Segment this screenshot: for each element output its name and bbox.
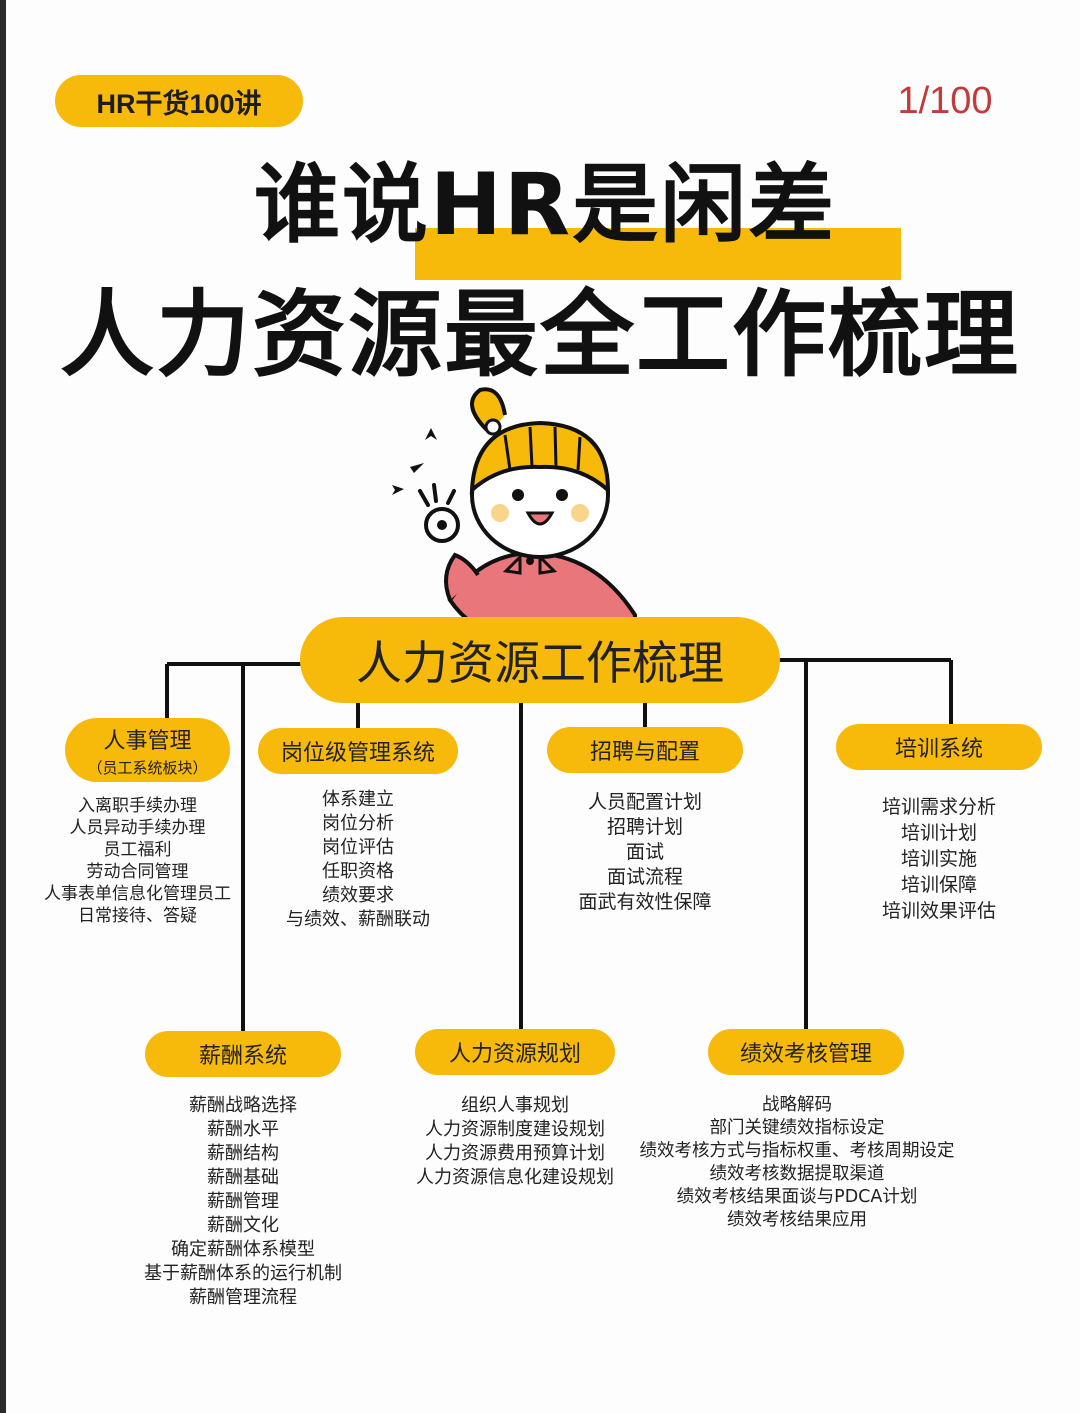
list-item: 体系建立 (322, 789, 394, 810)
list-item: 人事表单信息化管理员工 (44, 884, 231, 904)
list-item: 绩效考核结果面谈与PDCA计划 (676, 1187, 918, 1207)
list-item: 薪酬基础 (207, 1167, 279, 1188)
list-item: 薪酬文化 (207, 1215, 279, 1236)
list-item: 培训实施 (900, 848, 977, 870)
list-item: 与绩效、薪酬联动 (286, 909, 430, 930)
root-node: 人力资源工作梳理 (300, 617, 780, 703)
list-item: 绩效考核方式与指标权重、考核周期设定 (639, 1141, 955, 1161)
list-item: 薪酬水平 (207, 1119, 279, 1140)
list-item: 薪酬管理 (207, 1191, 279, 1212)
items-position-management: 体系建立 岗位分析 岗位评估 任职资格 绩效要求 与绩效、薪酬联动 (258, 788, 458, 932)
list-item: 日常接待、答疑 (78, 906, 197, 926)
node-position-management: 岗位级管理系统 (258, 728, 458, 774)
list-item: 人力资源信息化建设规划 (416, 1167, 614, 1188)
list-item: 人员配置计划 (587, 791, 702, 813)
list-item: 绩效考核结果应用 (727, 1210, 867, 1230)
items-hr-planning: 组织人事规划 人力资源制度建设规划 人力资源费用预算计划 人力资源信息化建设规划 (395, 1094, 635, 1190)
node-personnel-management: 人事管理 （员工系统板块） (65, 718, 230, 782)
node-label: 岗位级管理系统 (280, 741, 435, 766)
list-item: 岗位评估 (322, 837, 394, 858)
page-title: 谁说HR是闲差 (253, 155, 837, 255)
items-recruitment: 人员配置计划 招聘计划 面试 面试流程 面武有效性保障 (547, 790, 743, 915)
list-item: 基于薪酬体系的运行机制 (144, 1263, 342, 1284)
list-item: 招聘计划 (606, 816, 683, 838)
list-item: 部门关键绩效指标设定 (709, 1118, 885, 1138)
items-training: 培训需求分析 培训计划 培训实施 培训保障 培训效果评估 (836, 794, 1042, 924)
page-counter: 1/100 (897, 80, 993, 122)
list-item: 面武有效性保障 (578, 891, 712, 913)
list-item: 培训保障 (900, 874, 977, 896)
list-item: 入离职手续办理 (78, 796, 197, 816)
list-item: 员工福利 (103, 840, 172, 860)
items-compensation: 薪酬战略选择 薪酬水平 薪酬结构 薪酬基础 薪酬管理 薪酬文化 确定薪酬体系模型… (118, 1094, 368, 1310)
node-compensation: 薪酬系统 (145, 1031, 341, 1077)
list-item: 培训需求分析 (881, 796, 996, 818)
list-item: 组织人事规划 (461, 1095, 569, 1116)
list-item: 薪酬管理流程 (189, 1287, 297, 1308)
list-item: 面试流程 (606, 866, 683, 888)
list-item: 战略解码 (762, 1095, 832, 1115)
list-item: 劳动合同管理 (86, 862, 189, 882)
items-performance: 战略解码 部门关键绩效指标设定 绩效考核方式与指标权重、考核周期设定 绩效考核数… (622, 1094, 972, 1232)
title-highlight-bar (415, 228, 901, 280)
list-item: 人力资源费用预算计划 (425, 1143, 605, 1164)
list-item: 薪酬结构 (207, 1143, 279, 1164)
list-item: 人员异动手续办理 (69, 818, 206, 838)
node-performance: 绩效考核管理 (708, 1029, 904, 1075)
node-label: 招聘与配置 (589, 740, 700, 765)
node-hr-planning: 人力资源规划 (415, 1029, 615, 1075)
items-personnel-management: 入离职手续办理 人员异动手续办理 员工福利 劳动合同管理 人事表单信息化管理员工… (20, 795, 255, 927)
node-label: 人事管理 (103, 728, 192, 754)
list-item: 培训计划 (900, 822, 977, 844)
mascot-illustration (392, 387, 637, 625)
left-frame-border (0, 0, 6, 1413)
list-item: 面试 (625, 841, 664, 863)
node-label: 绩效考核管理 (739, 1042, 872, 1067)
list-item: 确定薪酬体系模型 (171, 1239, 315, 1260)
node-recruitment: 招聘与配置 (547, 727, 743, 773)
node-sublabel: （员工系统板块） (87, 758, 208, 777)
node-training: 培训系统 (836, 724, 1042, 770)
list-item: 任职资格 (322, 861, 394, 882)
node-label: 人力资源规划 (448, 1042, 581, 1067)
list-item: 绩效要求 (322, 885, 394, 906)
list-item: 人力资源制度建设规划 (425, 1119, 605, 1140)
node-label: 薪酬系统 (198, 1044, 287, 1069)
series-badge: HR干货100讲 (55, 75, 303, 127)
list-item: 岗位分析 (322, 813, 394, 834)
page-subtitle: 人力资源最全工作梳理 (59, 281, 1020, 390)
list-item: 绩效考核数据提取渠道 (709, 1164, 885, 1184)
list-item: 薪酬战略选择 (189, 1095, 297, 1116)
list-item: 培训效果评估 (881, 900, 996, 922)
node-label: 培训系统 (894, 737, 983, 762)
